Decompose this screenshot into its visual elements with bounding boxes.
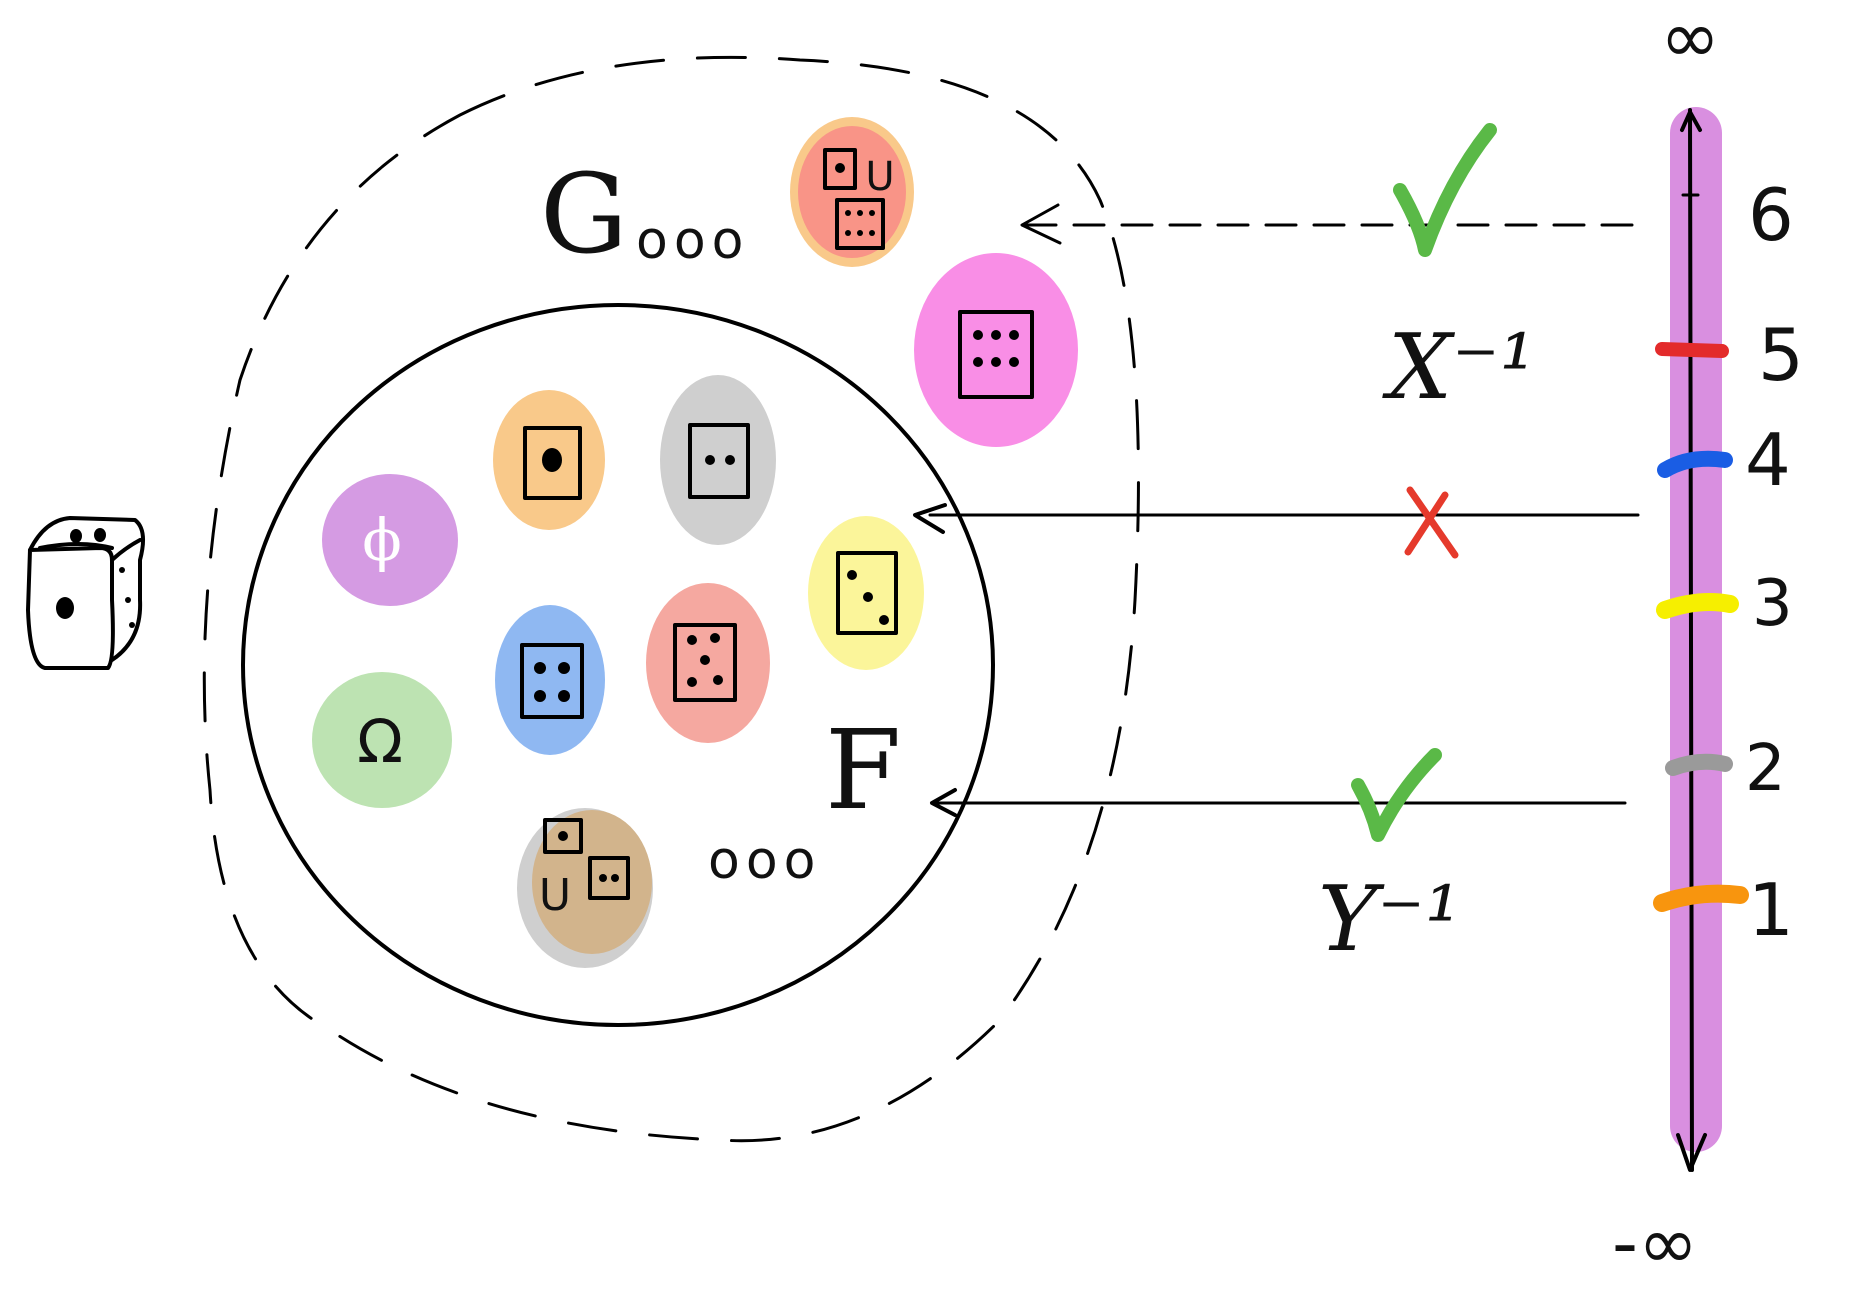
tick-label-4: 4 (1745, 418, 1791, 502)
tick-three (1656, 593, 1739, 619)
set-one-union-six: U (790, 117, 914, 267)
tick-four (1657, 450, 1733, 478)
tick-label-1: 1 (1748, 868, 1794, 952)
tick-label-6: 6 (1748, 173, 1794, 257)
set-one (493, 390, 605, 530)
set-four (495, 605, 605, 755)
check-icon-lower (1351, 748, 1442, 842)
minus-infinity-label: -∞ (1612, 1201, 1698, 1285)
empty-set-label: ϕ (362, 506, 402, 574)
tick-label-2: 2 (1745, 732, 1786, 806)
union-symbol-red: U (865, 154, 894, 200)
set-empty: ϕ (322, 474, 458, 606)
tick-label-3: 3 (1752, 567, 1793, 641)
set-two (660, 375, 776, 545)
real-number-line (1653, 107, 1749, 1172)
sigma-inner-dots: ooo (708, 831, 821, 891)
sigma-outer-label: G (540, 150, 628, 278)
set-one-union-two: U (517, 808, 653, 968)
union-symbol-brown: U (539, 870, 571, 921)
tick-label-5: 5 (1758, 313, 1804, 397)
check-icon (1393, 123, 1497, 257)
tick-two (1665, 753, 1733, 776)
set-three (808, 516, 924, 670)
omega-label: Ω (357, 707, 403, 777)
tick-five (1655, 342, 1729, 358)
set-five (646, 583, 770, 743)
sigma-outer-dots: ooo (636, 211, 749, 271)
cross-icon (1404, 486, 1459, 559)
die-icon (26, 516, 146, 670)
tick-one (1653, 884, 1749, 912)
set-six (914, 253, 1078, 447)
plus-infinity-label: ∞ (1660, 0, 1720, 79)
sigma-inner-label: F (825, 706, 901, 834)
arrow-icon (913, 203, 1640, 817)
inner-sigma-algebra-boundary (241, 303, 995, 1027)
y-inverse-label: Y⁻¹ (1318, 867, 1461, 972)
set-omega: Ω (312, 672, 452, 808)
x-inverse-label: X⁻¹ (1382, 315, 1536, 420)
